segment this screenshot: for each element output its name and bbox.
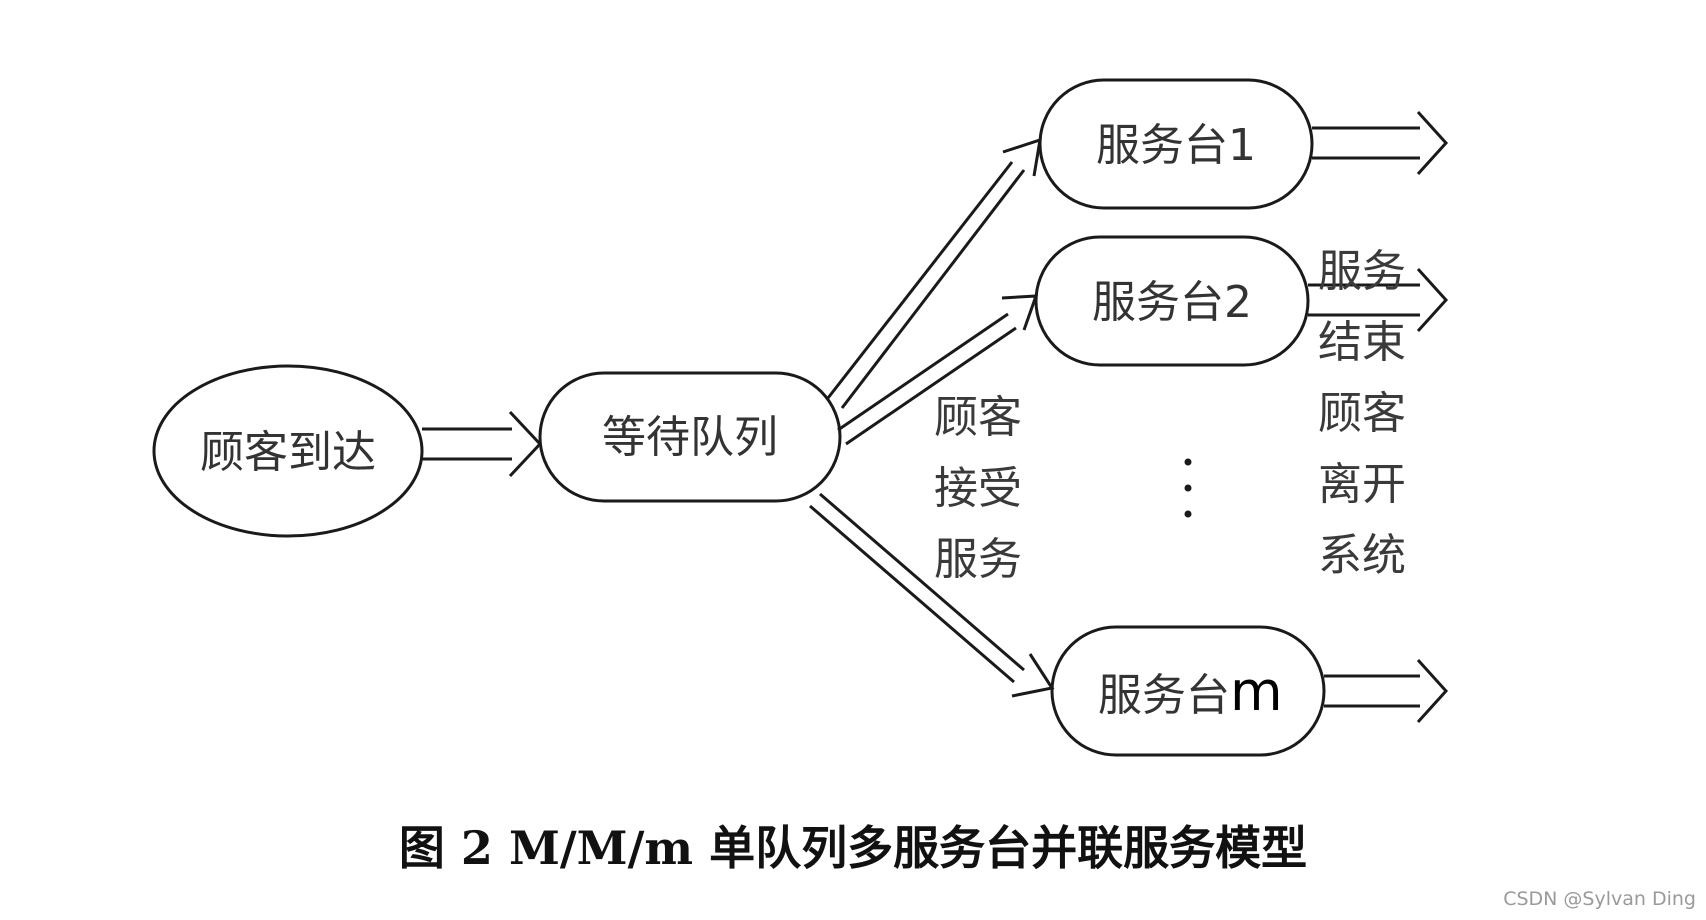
arrival-label: 顾客到达: [200, 427, 376, 478]
accept-line-2: 接受: [934, 463, 1022, 514]
server-m-node: 服务台m: [1050, 625, 1326, 757]
server-2-label: 服务台2: [1092, 277, 1252, 328]
arrow-arrival-to-queue: [422, 410, 543, 478]
accept-line-3: 服务: [934, 534, 1022, 585]
server-1-label: 服务台1: [1096, 120, 1256, 171]
leave-line-3: 顾客: [1318, 388, 1406, 439]
arrow-server-1-exit: [1312, 110, 1449, 176]
server-m-suffix: m: [1230, 660, 1283, 723]
svg-text:服务台m: 服务台m: [1098, 660, 1283, 723]
leave-line-5: 系统: [1318, 530, 1406, 581]
accept-service-label: 顾客 接受 服务: [934, 392, 1022, 585]
queue-label: 等待队列: [602, 412, 778, 463]
arrow-queue-to-server-m: [809, 492, 1055, 698]
leave-line-2: 结束: [1318, 317, 1406, 368]
leave-line-4: 离开: [1318, 459, 1406, 510]
server-m-label: 服务台: [1098, 670, 1230, 721]
leave-system-label: 服务 结束 顾客 离开 系统: [1318, 246, 1406, 581]
arrow-queue-to-server-2: [837, 294, 1039, 446]
queue-model-diagram: 顾客到达 等待队列 服务台1 服务台2 服务台m: [152, 78, 1449, 757]
queue-node: 等待队列: [538, 371, 842, 503]
arrow-queue-to-server-1: [826, 137, 1042, 409]
accept-line-1: 顾客: [934, 392, 1022, 443]
arrow-server-2-exit: [1308, 267, 1449, 333]
figure-caption: 图 2 M/M/m 单队列多服务台并联服务模型: [398, 821, 1308, 875]
server-2-node: 服务台2: [1034, 235, 1310, 367]
arrow-server-m-exit: [1324, 658, 1449, 724]
ellipsis-dots: [1184, 458, 1192, 518]
watermark: CSDN @Sylvan Ding: [1503, 888, 1696, 910]
arrival-node: 顾客到达: [152, 364, 424, 538]
leave-line-1: 服务: [1318, 246, 1406, 297]
server-1-node: 服务台1: [1038, 78, 1314, 210]
